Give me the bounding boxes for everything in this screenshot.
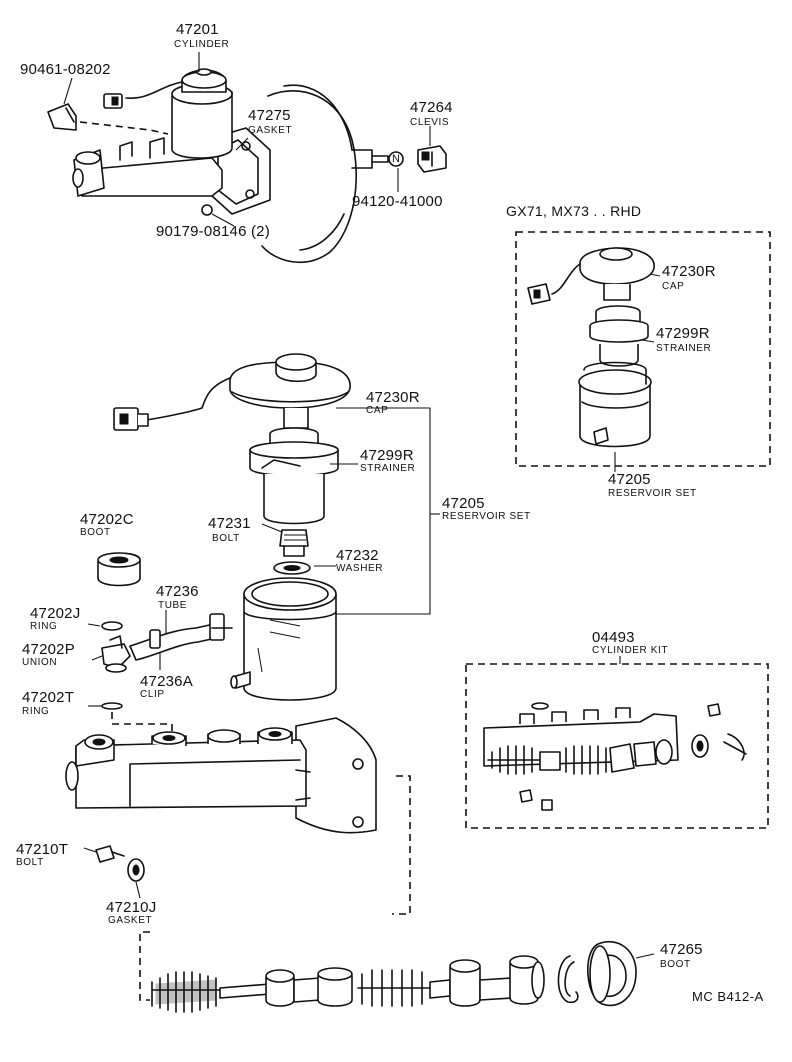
inset-reservoir-drawing	[527, 247, 655, 448]
bolt-47210t	[95, 845, 125, 863]
inset-title: GX71, MX73 . . RHD	[506, 203, 642, 219]
reservoir-strainer	[249, 427, 339, 525]
fluid-level-sensor-connector	[47, 93, 169, 135]
part-name-clevis: CLEVIS	[410, 117, 450, 128]
part-name-tube: TUBE	[158, 600, 188, 611]
clevis	[417, 145, 447, 173]
part-number-47201: 47201	[176, 21, 219, 38]
inset-part-number-strainer: 47299R	[656, 325, 710, 342]
part-number-47210t: 47210T	[16, 841, 69, 858]
part-name-bolt-47210t: BOLT	[16, 857, 44, 868]
part-number-47205: 47205	[442, 495, 485, 512]
part-name-gasket: GASKET	[248, 125, 293, 136]
inset-part-name-strainer: STRAINER	[656, 343, 712, 354]
part-number-47236: 47236	[156, 583, 199, 600]
part-number-90179-08146: 90179-08146 (2)	[156, 223, 270, 240]
part-name-clip: CLIP	[140, 689, 165, 700]
reservoir-cap	[113, 353, 351, 431]
piston-assembly	[151, 955, 545, 1013]
part-number-47265: 47265	[660, 941, 703, 958]
part-name-washer: WASHER	[336, 563, 384, 574]
part-number-47210j: 47210J	[106, 899, 157, 916]
gasket-47210j	[127, 858, 145, 882]
piston-spring-rear	[357, 969, 431, 1007]
part-number-47202p: 47202P	[22, 641, 75, 658]
part-name-cylinder: CYLINDER	[174, 39, 230, 50]
part-number-47230r: 47230R	[366, 389, 420, 406]
inset-part-name-reservoir: RESERVOIR SET	[608, 488, 697, 499]
reservoir-washer	[273, 561, 311, 575]
part-number-47202j: 47202J	[30, 605, 81, 622]
reservoir-body	[230, 577, 337, 701]
part-number-04493: 04493	[592, 629, 635, 646]
inset-part-number-reservoir: 47205	[608, 471, 651, 488]
part-name-gasket-47210j: GASKET	[108, 915, 153, 926]
part-name-boot: BOOT	[80, 527, 111, 538]
master-cylinder-body	[65, 717, 377, 834]
inset-part-name-cap: CAP	[662, 281, 685, 292]
part-number-90461-08202: 90461-08202	[20, 61, 111, 78]
part-name-strainer: STRAINER	[360, 463, 416, 474]
part-number-47232: 47232	[336, 547, 379, 564]
part-number-47299r: 47299R	[360, 447, 414, 464]
part-name-cylinder-kit: CYLINDER KIT	[592, 645, 669, 656]
part-number-47236a: 47236A	[140, 673, 193, 690]
part-number-47275: 47275	[248, 107, 291, 124]
reservoir-bolt	[279, 529, 309, 557]
tube-and-fittings	[101, 613, 233, 710]
part-name-boot-47265: BOOT	[660, 959, 691, 970]
part-number-47264: 47264	[410, 99, 453, 116]
cylinder-kit-drawing	[483, 702, 747, 811]
booster-marker: N	[392, 153, 401, 165]
brake-booster	[261, 84, 404, 264]
part-name-ring-t: RING	[22, 706, 50, 717]
snap-ring	[557, 955, 579, 1004]
boot-47202c	[97, 552, 141, 587]
part-name-ring-j: RING	[30, 621, 58, 632]
boot-47265	[587, 940, 637, 1007]
part-number-47231: 47231	[208, 515, 251, 532]
inset-part-number-cap: 47230R	[662, 263, 716, 280]
part-name-union: UNION	[22, 657, 58, 668]
part-name-bolt: BOLT	[212, 533, 240, 544]
part-number-47202t: 47202T	[22, 689, 75, 706]
part-number-94120-41000: 94120-41000	[352, 193, 443, 210]
part-name-cap: CAP	[366, 405, 389, 416]
master-cylinder-top	[72, 68, 271, 216]
part-number-47202c: 47202C	[80, 511, 134, 528]
piston-spring-front	[151, 971, 221, 1013]
part-name-reservoir-set: RESERVOIR SET	[442, 511, 531, 522]
diagram-code: MC B412-A	[692, 989, 764, 1004]
